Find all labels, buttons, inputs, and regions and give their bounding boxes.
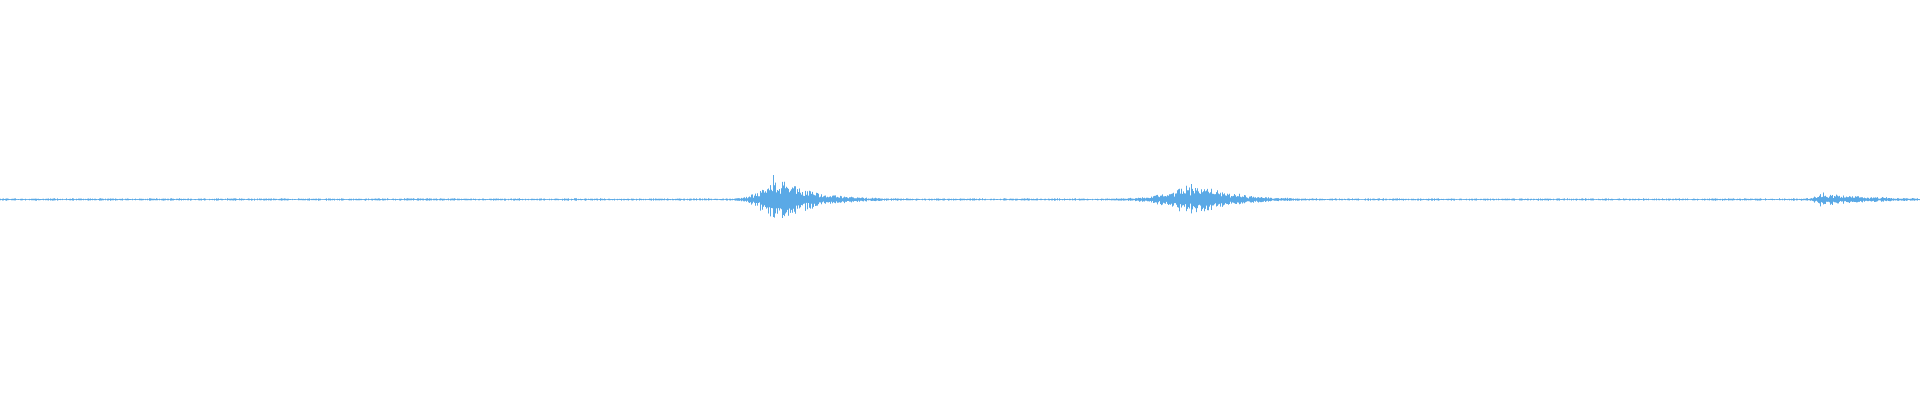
waveform-trace: [0, 175, 1920, 218]
